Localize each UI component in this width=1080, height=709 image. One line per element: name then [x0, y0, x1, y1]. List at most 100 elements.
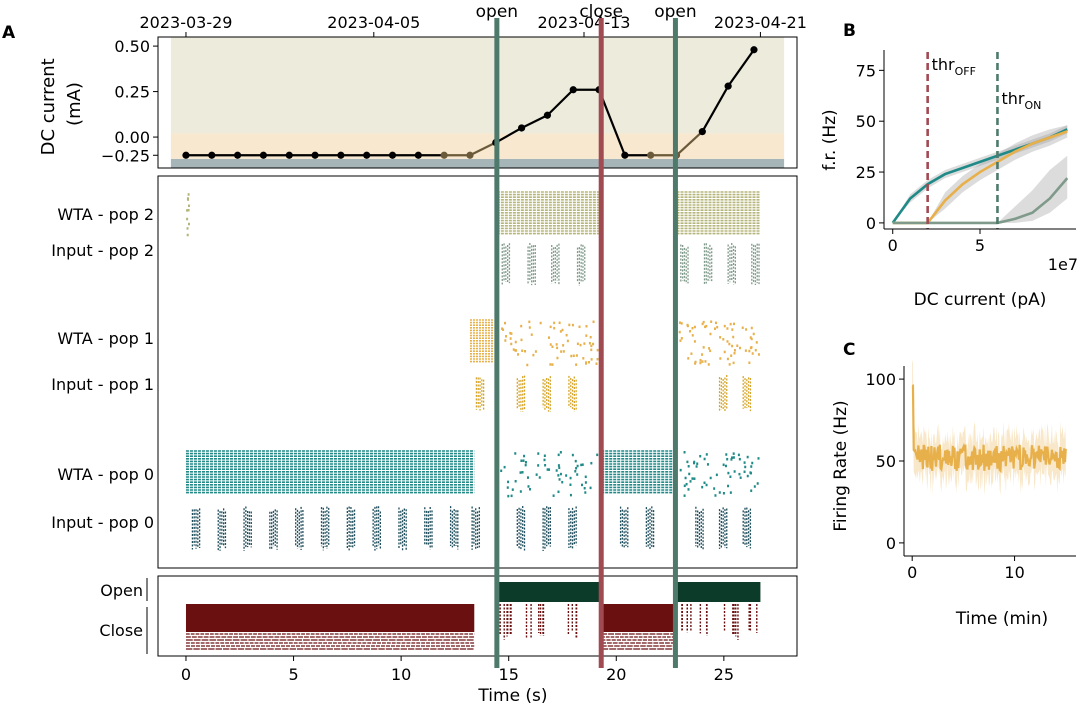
raster-spike — [585, 325, 588, 328]
raster-spike — [686, 460, 689, 464]
raster-spike — [722, 338, 725, 341]
raster-spike — [557, 474, 560, 477]
raster-spike — [504, 321, 507, 325]
event-label-open: open — [476, 2, 518, 22]
dc-series-point — [543, 111, 552, 119]
raster-spike — [699, 361, 702, 365]
gate-row-label: Close — [99, 621, 143, 640]
raster-spike — [551, 363, 554, 366]
raster-spike — [731, 456, 734, 459]
raster-spike — [595, 362, 598, 365]
raster-spike — [707, 363, 710, 366]
gate-close-block — [185, 604, 475, 632]
raster-spike — [578, 325, 581, 329]
raster-spike — [532, 353, 535, 357]
raster-spike — [723, 350, 726, 354]
time-xtick-label: 10 — [391, 665, 411, 684]
dc-band-2 — [170, 37, 785, 134]
raster-spike — [745, 328, 748, 331]
dc-band-0 — [170, 158, 785, 168]
raster-spike — [727, 484, 730, 488]
dc-series-segment — [727, 49, 755, 87]
raster-spike — [691, 326, 694, 330]
raster-spike — [569, 483, 572, 487]
firing-rate-line — [911, 384, 1067, 474]
raster-spike — [728, 342, 731, 346]
dc-ytick-label: −0.25 — [101, 146, 150, 165]
dc-series-segment — [469, 141, 497, 157]
dc-y-ticks: 0.500.250.00−0.25 — [101, 37, 158, 165]
raster-spike — [556, 346, 559, 350]
raster-spike — [701, 485, 704, 489]
raster-spike — [702, 320, 705, 324]
raster-spike — [701, 353, 704, 356]
fr-band-1 — [892, 125, 1068, 223]
time-x-label: Time (s) — [477, 686, 547, 706]
raster-spike — [520, 338, 523, 342]
raster-spike — [715, 473, 718, 477]
raster-spike — [592, 342, 595, 346]
panel-label-a: A — [2, 23, 16, 43]
raster-spike — [534, 350, 537, 353]
fr-x-exponent: 1e7 — [1048, 255, 1078, 274]
raster-spike — [696, 462, 699, 465]
raster-spike — [523, 454, 526, 458]
raster-spike — [750, 489, 753, 492]
fr-ytick-label: 50 — [856, 112, 876, 131]
raster-spike — [693, 460, 696, 464]
raster-spike — [576, 473, 579, 476]
raster-spike — [517, 353, 520, 356]
raster-spike — [557, 453, 560, 457]
firing-x-label: Time (min) — [955, 609, 1048, 629]
raster-spike — [731, 344, 734, 348]
raster-spike — [553, 326, 556, 330]
raster-spike — [701, 360, 704, 363]
dc-series-point — [698, 128, 706, 136]
raster-spike — [695, 465, 698, 468]
raster-spike — [552, 494, 555, 497]
raster-spike — [585, 334, 588, 337]
raster-spike — [739, 346, 742, 350]
raster-spike — [524, 349, 527, 353]
gate-spikes — [185, 582, 761, 650]
raster-spike — [750, 346, 753, 349]
raster-spike — [514, 452, 517, 455]
dc-date-tick-label: 2023-03-29 — [139, 13, 232, 32]
gate-axes-frame — [157, 575, 798, 657]
raster-spike — [753, 485, 756, 488]
dc-date-tick-label: 2023-04-21 — [714, 13, 807, 32]
raster-spike — [732, 452, 735, 455]
raster-spike — [583, 342, 586, 345]
raster-spike — [709, 476, 712, 480]
raster-spike — [726, 340, 729, 343]
raster-spike — [566, 339, 569, 343]
raster-spike — [737, 453, 740, 457]
raster-spike — [547, 336, 550, 339]
raster-spike — [733, 470, 736, 473]
raster-spike — [502, 328, 505, 331]
fr-y-label: f.r. (Hz) — [820, 109, 840, 170]
raster-spike — [748, 361, 751, 364]
raster-spike — [592, 320, 595, 324]
raster-spike — [588, 341, 591, 345]
firing-y-label: Firing Rate (Hz) — [831, 400, 851, 531]
raster-spike — [731, 328, 734, 331]
raster-spike — [186, 217, 189, 221]
raster-spike — [576, 464, 579, 468]
raster-spike — [704, 360, 707, 363]
threshold-label-main: thr — [1001, 89, 1024, 108]
dc-series-point — [518, 124, 526, 132]
threshold-label-off: thrOFF — [932, 55, 976, 78]
raster-spike — [535, 473, 538, 476]
dc-series-point — [621, 151, 629, 159]
raster-spike — [703, 457, 706, 461]
raster-spike — [751, 461, 754, 465]
raster-spike — [741, 326, 744, 329]
raster-spike — [732, 322, 735, 326]
raster-spike — [732, 361, 735, 365]
raster-spike — [691, 477, 694, 480]
firing-rate-band — [912, 359, 1066, 497]
raster-spikes — [185, 191, 761, 551]
